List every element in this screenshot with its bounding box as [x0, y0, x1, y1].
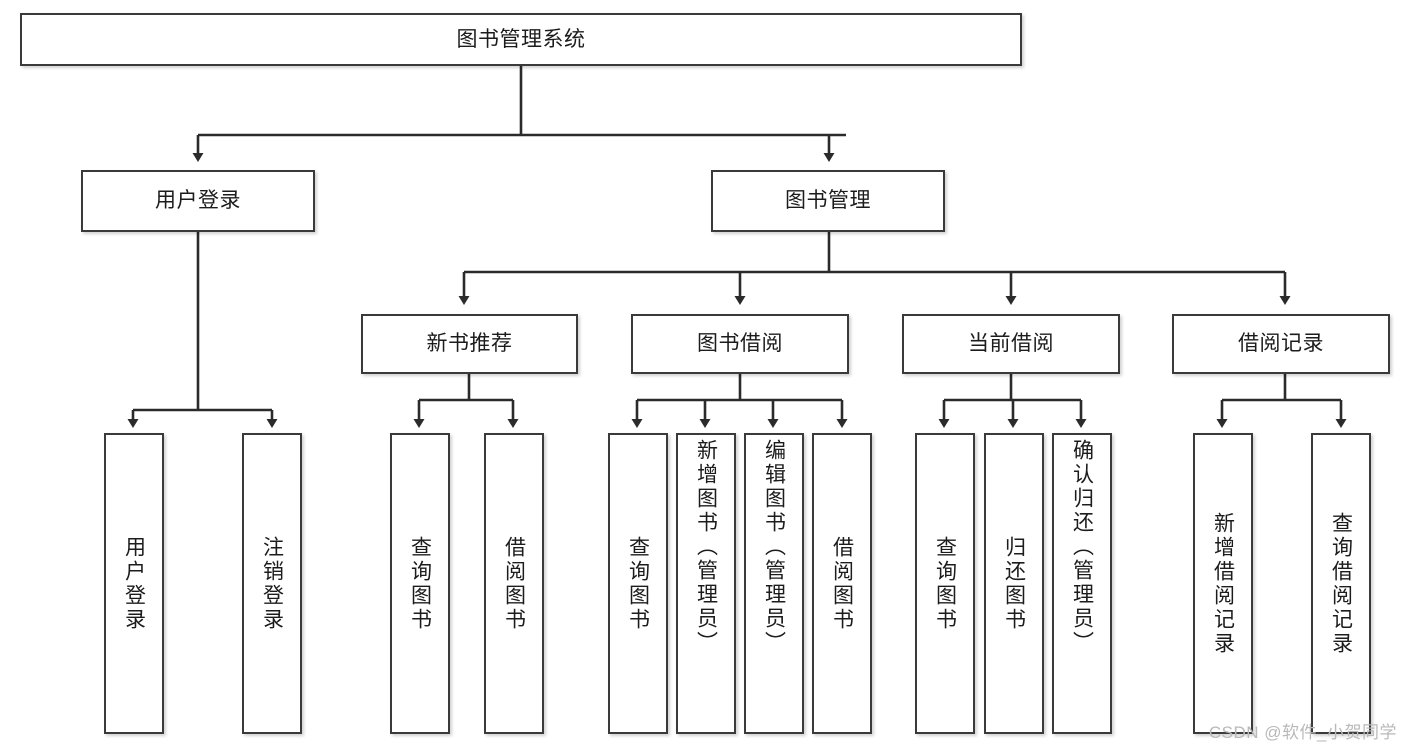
node-borrow-record[interactable]: 借阅记录 [1172, 314, 1390, 374]
leaf-edit-book-admin[interactable]: 编辑图书（管理员） [744, 433, 804, 734]
node-user-login[interactable]: 用户登录 [81, 170, 315, 232]
node-label: 借阅图书 [502, 535, 526, 632]
node-new-book-recommendation[interactable]: 新书推荐 [361, 314, 578, 374]
node-label: 注销登录 [260, 535, 284, 632]
node-label: 图书管理系统 [456, 27, 586, 51]
leaf-borrow-book[interactable]: 借阅图书 [812, 433, 872, 734]
node-label: 查询图书 [626, 535, 650, 632]
node-label: 借阅图书 [830, 535, 854, 632]
node-label: 新书推荐 [426, 332, 513, 356]
node-label: 查询借阅记录 [1329, 511, 1353, 656]
node-label: 用户登录 [122, 535, 146, 632]
leaf-query-borrow-record[interactable]: 查询借阅记录 [1311, 433, 1371, 734]
node-label: 查询图书 [408, 535, 432, 632]
node-book-borrow[interactable]: 图书借阅 [631, 314, 849, 374]
node-label: 当前借阅 [968, 332, 1054, 356]
node-current-borrow[interactable]: 当前借阅 [902, 314, 1120, 374]
leaf-borrow-book-recommend[interactable]: 借阅图书 [484, 433, 544, 734]
leaf-user-login[interactable]: 用户登录 [104, 433, 164, 734]
node-label: 归还图书 [1002, 535, 1026, 632]
node-label: 确认归还（管理员） [1070, 439, 1094, 655]
leaf-add-book-admin[interactable]: 新增图书（管理员） [676, 433, 736, 734]
leaf-logout[interactable]: 注销登录 [242, 433, 302, 734]
leaf-add-borrow-record[interactable]: 新增借阅记录 [1193, 433, 1253, 734]
node-label: 新增图书（管理员） [694, 439, 718, 655]
node-book-management[interactable]: 图书管理 [711, 170, 945, 232]
node-root-book-management-system[interactable]: 图书管理系统 [20, 13, 1022, 66]
leaf-confirm-return-admin[interactable]: 确认归还（管理员） [1052, 433, 1112, 734]
leaf-query-book-borrow[interactable]: 查询图书 [608, 433, 668, 734]
leaf-return-book[interactable]: 归还图书 [984, 433, 1044, 734]
leaf-query-book-current[interactable]: 查询图书 [915, 433, 975, 734]
node-label: 图书管理 [785, 189, 871, 213]
leaf-query-book-recommend[interactable]: 查询图书 [390, 433, 450, 734]
node-label: 编辑图书（管理员） [762, 439, 786, 655]
node-label: 查询图书 [933, 535, 957, 632]
node-label: 用户登录 [155, 189, 241, 213]
node-label: 新增借阅记录 [1211, 511, 1235, 656]
node-label: 图书借阅 [697, 332, 783, 356]
node-label: 借阅记录 [1238, 332, 1324, 356]
